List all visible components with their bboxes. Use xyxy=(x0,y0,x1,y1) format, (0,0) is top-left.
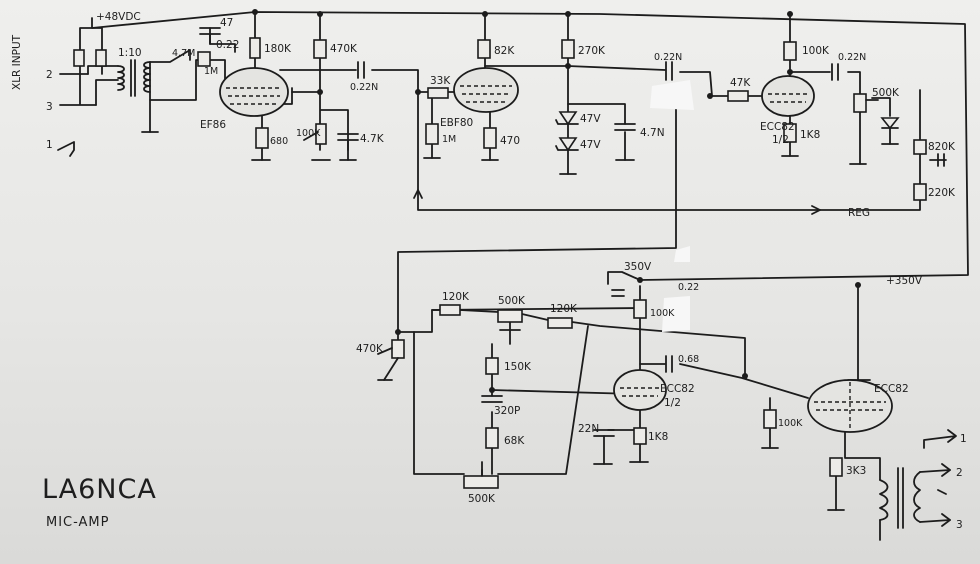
label-4-7n: 4.7N xyxy=(640,127,665,139)
label-xlr-input: XLR INPUT xyxy=(11,34,23,90)
signal-arrows xyxy=(413,189,821,215)
label-180k: 180K xyxy=(264,43,292,55)
label-coupling-022n-3: 0.22N xyxy=(838,52,866,63)
label-pin-2: 2 xyxy=(46,69,53,81)
label-820k: 820K xyxy=(928,141,956,153)
label-470k-pot: 470K xyxy=(356,343,384,355)
label-120k-left: 120K xyxy=(442,291,470,303)
label-zener-47v-1: 47V xyxy=(580,113,601,125)
label-680: 680 xyxy=(270,136,288,147)
label-150k: 150K xyxy=(504,361,532,373)
label-100k-plate: 100K xyxy=(650,308,675,319)
label-cap-47: 47 xyxy=(220,17,233,29)
label-out-pin-3: 3 xyxy=(956,519,963,531)
label-68k: 68K xyxy=(504,435,525,447)
label-0-68: 0.68 xyxy=(678,354,699,365)
title-la6nca: LA6NCA xyxy=(42,474,157,505)
label-22n: 22N xyxy=(578,423,599,435)
tubes xyxy=(219,67,893,433)
label-500k-top: 500K xyxy=(498,295,526,307)
label-1m-in: 1M xyxy=(204,66,218,77)
label-320p: 320P xyxy=(494,405,520,417)
label-pot-100k: 100K xyxy=(296,128,321,139)
resistors xyxy=(73,37,927,477)
schematic-labels: +48VDC XLR INPUT 2 3 1 1:10 4.7M 1M 47 0… xyxy=(11,11,967,531)
label-470k: 470K xyxy=(330,43,358,55)
label-47k: 47K xyxy=(730,77,751,89)
label-500k-bottom: 500K xyxy=(468,493,496,505)
label-1k8-lower: 1K8 xyxy=(648,431,668,443)
label-out-pin-1: 1 xyxy=(960,433,967,445)
label-3k3: 3K3 xyxy=(846,465,866,477)
label-pin-3: 3 xyxy=(46,101,53,113)
label-100k-s3: 100K xyxy=(802,45,830,57)
label-1k8-s3: 1K8 xyxy=(800,129,820,141)
label-470: 470 xyxy=(500,135,520,147)
label-half-s3: 1/2 xyxy=(772,134,789,146)
label-out-pin-2: 2 xyxy=(956,467,963,479)
label-220k: 220K xyxy=(928,187,956,199)
zener-diodes xyxy=(555,111,900,152)
label-100k-output: 100K xyxy=(778,418,803,429)
label-1m: 1M xyxy=(442,134,456,145)
label-48vdc: +48VDC xyxy=(96,11,141,23)
label-ecc82-s3: ECC82 xyxy=(760,121,795,133)
label-zener-47v-2: 47V xyxy=(580,139,601,151)
label-half-lower: 1/2 xyxy=(664,397,681,409)
label-coupling-022n-2: 0.22N xyxy=(654,52,682,63)
label-plus-350v: +350V xyxy=(886,275,923,287)
label-ecc82-lower: ECC82 xyxy=(660,383,695,395)
label-33k: 33K xyxy=(430,75,451,87)
potentiometers xyxy=(303,93,879,489)
label-cap-022-lower: 0.22 xyxy=(678,282,699,293)
subtitle-mic-amp: MIC-AMP xyxy=(46,515,109,530)
label-270k: 270K xyxy=(578,45,606,57)
ground-symbols xyxy=(57,131,899,511)
correction-marks xyxy=(650,80,694,332)
label-ef86: EF86 xyxy=(200,119,226,131)
junction-dots xyxy=(252,9,861,393)
label-ebf80: EBF80 xyxy=(440,117,473,129)
label-82k: 82K xyxy=(494,45,515,57)
label-120k-right: 120K xyxy=(550,303,578,315)
input-transformer xyxy=(117,59,151,97)
label-cap-022: 0.22 xyxy=(216,39,239,51)
output-transformer xyxy=(879,429,957,529)
label-pin-1: 1 xyxy=(46,139,53,151)
label-500k-s3: 500K xyxy=(872,87,900,99)
label-ecc82-output: ECC82 xyxy=(874,383,909,395)
label-reg: REG xyxy=(848,207,870,219)
label-4-7k: 4.7K xyxy=(360,133,385,145)
label-4-7m: 4.7M xyxy=(172,48,195,59)
capacitors xyxy=(199,27,945,437)
label-coupling-022n-1: 0.22N xyxy=(350,82,378,93)
label-ratio: 1:10 xyxy=(118,47,142,59)
label-350v: 350V xyxy=(624,261,652,273)
